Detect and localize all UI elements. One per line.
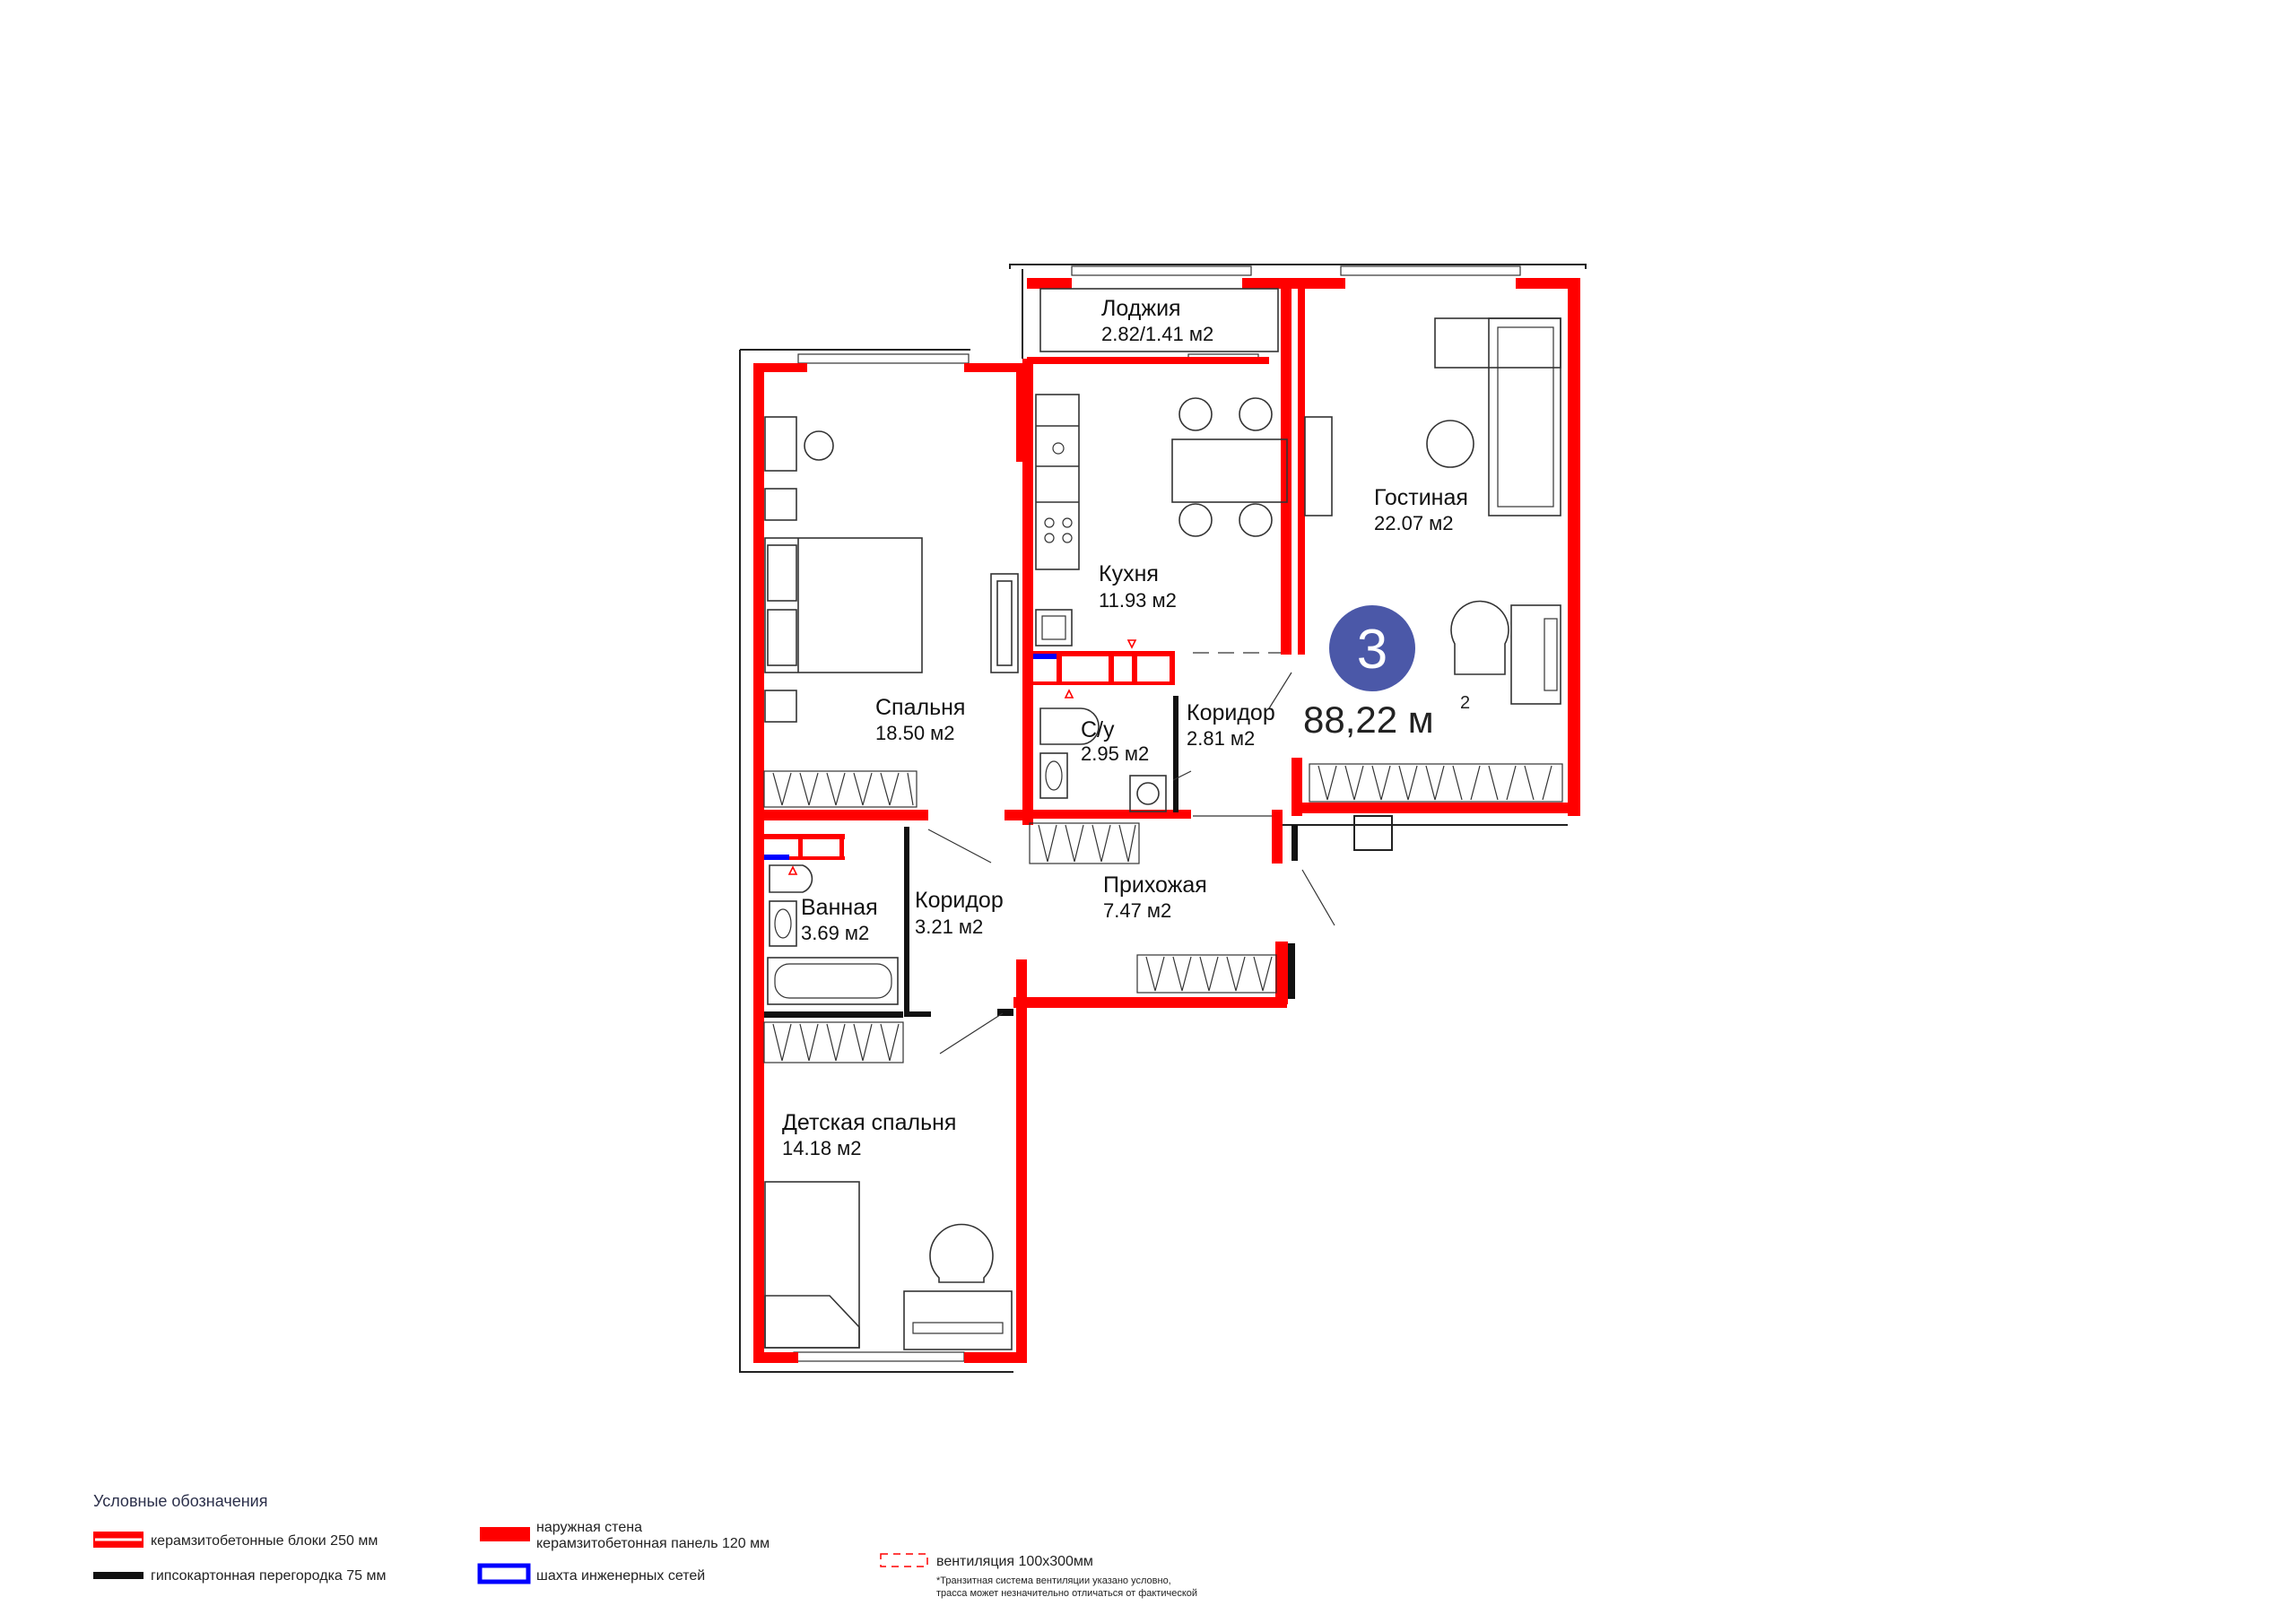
legend-ext-wall-line1: наружная стена — [536, 1520, 642, 1535]
legend-vent-text: вентиляция 100х300мм — [936, 1554, 1093, 1569]
wardrobe-bedroom — [763, 770, 918, 808]
apartment-badge: 3 — [1329, 605, 1415, 691]
gypsum-partitions — [764, 696, 1298, 1018]
bathroom-area: 3.69 м2 — [801, 922, 869, 944]
wardrobe-living — [1309, 763, 1563, 803]
legend-blocks: керамзитобетонные блоки 250 мм — [93, 1532, 378, 1549]
legend-shaft: шахта инженерных сетей — [477, 1563, 705, 1584]
exterior-walls — [753, 278, 1580, 1363]
corridor-2-area: 3.21 м2 — [915, 916, 983, 938]
legend-blocks-text: керамзитобетонные блоки 250 мм — [151, 1533, 378, 1549]
wardrobe-hall-top — [1029, 822, 1140, 864]
loggia-area: 2.82/1.41 м2 — [1101, 323, 1213, 345]
legend-gypsum: гипсокартонная перегородка 75 мм — [93, 1568, 387, 1584]
legend-ext-wall: наружная стена керамзитобетонная панель … — [480, 1520, 770, 1551]
corridor-1-area: 2.81 м2 — [1187, 727, 1255, 750]
wc-area: 2.95 м2 — [1081, 742, 1149, 765]
legend-title: Условные обозначения — [93, 1492, 267, 1510]
kids-bedroom-area: 14.18 м2 — [782, 1137, 862, 1159]
hallway-name: Прихожая — [1103, 872, 1207, 898]
living-name: Гостиная — [1374, 485, 1468, 510]
badge-circle — [1329, 605, 1415, 691]
legend-vent: вентиляция 100х300мм *Транзитная система… — [880, 1553, 1197, 1599]
legend-ext-wall-line2: керамзитобетонная панель 120 мм — [536, 1536, 770, 1551]
legend: Условные обозначения керамзитобетонные б… — [93, 1492, 1197, 1599]
legend-gypsum-text: гипсокартонная перегородка 75 мм — [151, 1568, 387, 1584]
outer-outline — [739, 264, 1587, 1373]
wc-name: С/у — [1081, 717, 1115, 742]
corridor-1-name: Коридор — [1187, 700, 1275, 725]
wardrobes — [763, 763, 1563, 1063]
wardrobe-kids — [763, 1021, 904, 1063]
living-area: 22.07 м2 — [1374, 512, 1454, 534]
corridor-2-name: Коридор — [915, 888, 1004, 913]
engineering-shafts — [764, 654, 1057, 860]
kids-bedroom-name: Детская спальня — [782, 1110, 956, 1135]
loggia-name: Лоджия — [1101, 296, 1181, 321]
bedroom-area: 18.50 м2 — [875, 722, 955, 744]
kitchen-area: 11.93 м2 — [1099, 589, 1177, 612]
room-labels: Лоджия 2.82/1.41 м2 Гостиная 22.07 м2 Ку… — [782, 296, 1468, 1159]
hallway-area: 7.47 м2 — [1103, 899, 1171, 922]
doors — [927, 652, 1335, 1055]
bedroom-name: Спальня — [875, 695, 965, 720]
kitchen-name: Кухня — [1099, 561, 1159, 586]
badge-number: 3 — [1357, 619, 1387, 681]
vent-markers — [787, 639, 1137, 875]
total-area-value: 88,22 м — [1303, 699, 1434, 741]
legend-shaft-text: шахта инженерных сетей — [536, 1568, 705, 1584]
legend-vent-note-1: *Транзитная система вентиляции указано у… — [936, 1575, 1171, 1586]
furniture — [764, 288, 1561, 1350]
total-area: 88,22 м 2 — [1303, 693, 1470, 741]
bathroom-name: Ванная — [801, 895, 878, 920]
legend-vent-note-2: трасса может незначительно отличаться от… — [936, 1588, 1197, 1599]
wardrobe-hall-bottom — [1136, 954, 1277, 994]
total-area-sup: 2 — [1460, 693, 1470, 713]
